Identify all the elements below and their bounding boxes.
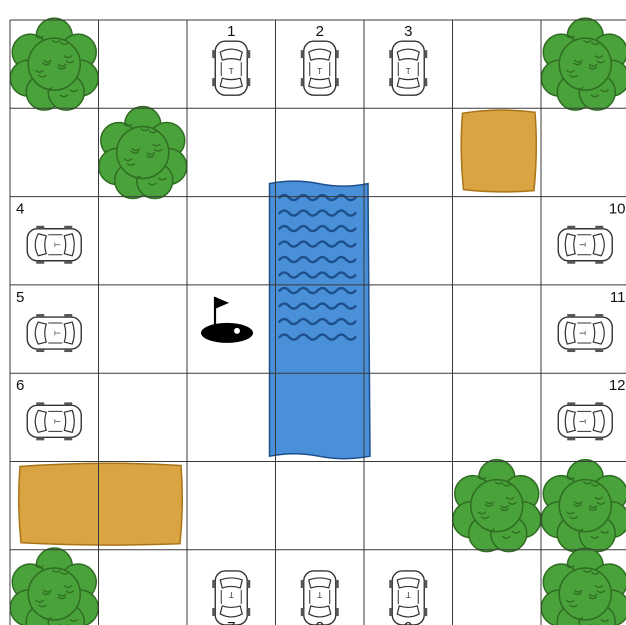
car-5[interactable]	[27, 314, 81, 352]
car-number-label: 9	[404, 619, 412, 625]
car-12[interactable]	[558, 402, 612, 440]
car-number-label: 4	[16, 201, 24, 218]
sand-trap	[19, 463, 183, 545]
car-11[interactable]	[558, 314, 612, 352]
tree-icon	[99, 106, 187, 198]
car-number-label: 7	[227, 619, 235, 625]
car-9[interactable]	[389, 571, 427, 625]
car-10[interactable]	[558, 226, 612, 264]
golf-flag-icon	[201, 297, 253, 343]
car-number-label: 5	[16, 289, 24, 306]
car-number-label: 12	[609, 377, 626, 394]
car-number-label: 2	[316, 23, 324, 40]
tree-icon	[541, 18, 626, 110]
car-3[interactable]	[389, 41, 427, 95]
car-number-label: 10	[609, 201, 626, 218]
car-7[interactable]	[212, 571, 250, 625]
car-number-label: 3	[404, 23, 412, 40]
tree-icon	[10, 18, 98, 110]
tree-icon	[541, 460, 626, 552]
water-hazard	[270, 181, 371, 459]
car-number-label: 11	[610, 289, 626, 306]
car-2[interactable]	[301, 41, 339, 95]
sand-trap	[461, 110, 536, 192]
car-number-label: 1	[227, 23, 235, 40]
tree-icon	[453, 460, 541, 552]
car-number-label: 6	[16, 377, 24, 394]
car-8[interactable]	[301, 571, 339, 625]
car-number-label: 8	[316, 619, 324, 625]
tree-icon	[541, 548, 626, 625]
car-1[interactable]	[212, 41, 250, 95]
car-6[interactable]	[27, 402, 81, 440]
car-4[interactable]	[27, 226, 81, 264]
tree-icon	[10, 548, 98, 625]
